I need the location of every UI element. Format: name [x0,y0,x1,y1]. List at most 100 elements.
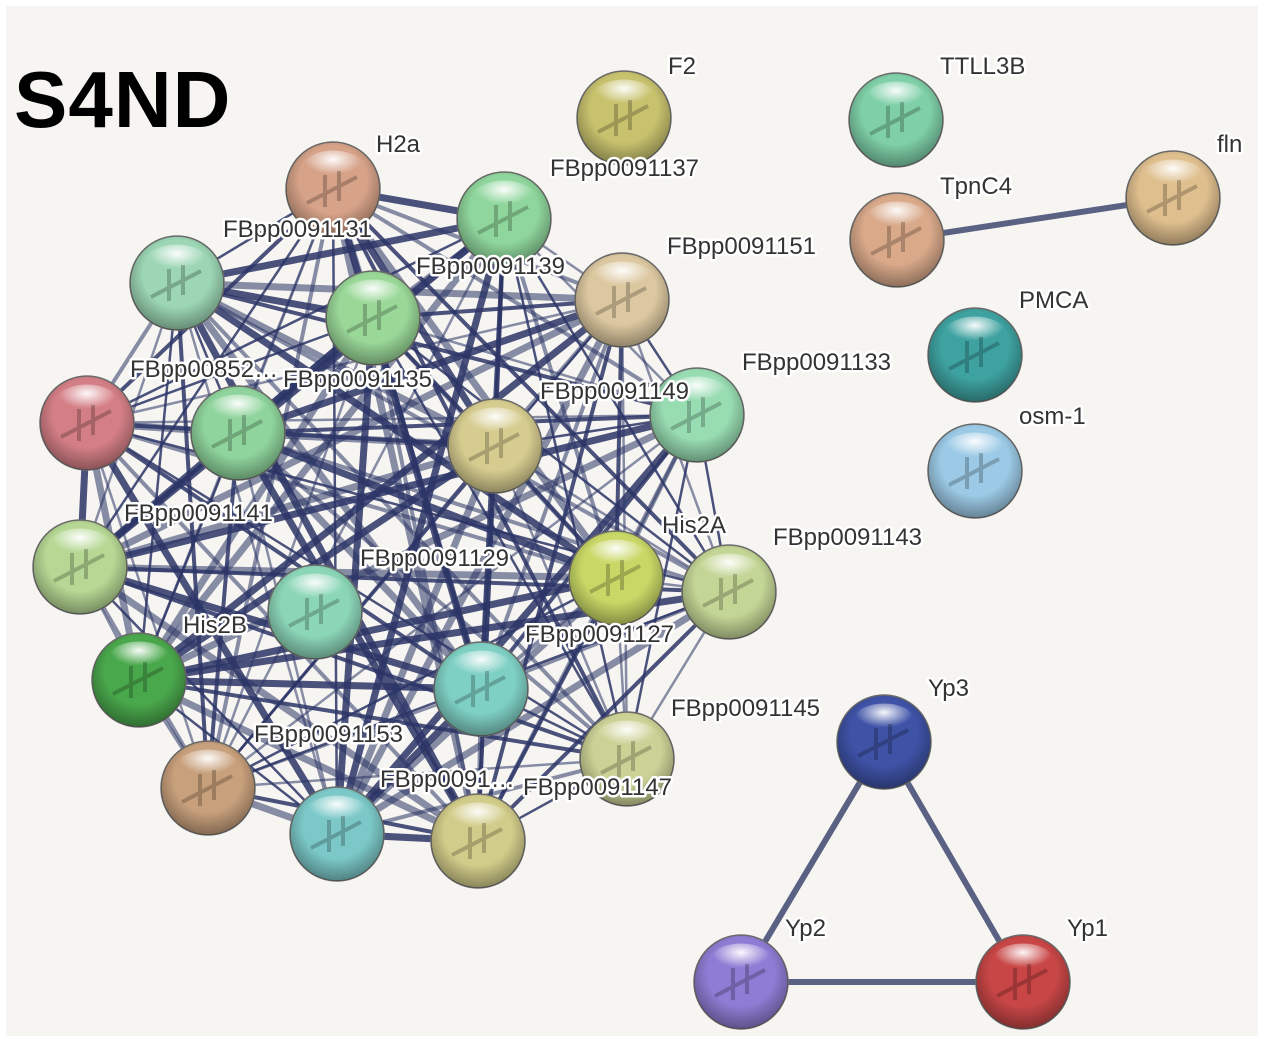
node-FBpp0091153[interactable] [160,740,256,836]
cluster-edge [476,590,731,843]
node-label-FBpp0091137: FBpp0091137 [550,155,699,182]
cluster-edge [207,757,628,790]
node-FBpp0091135[interactable] [325,270,421,366]
protein-structure-glyph [211,415,263,451]
cluster-edge [207,414,698,789]
node-n_teal_mid[interactable] [433,641,529,737]
node-His2A[interactable] [568,530,664,626]
node-n_bottom_tan[interactable] [430,793,526,889]
protein-structure-glyph [996,964,1048,1000]
node-TpnC4[interactable] [849,192,945,288]
cluster-edge [79,566,338,835]
cluster-edge [137,443,497,683]
protein-structure-glyph [595,282,647,318]
cluster-edge [86,316,374,425]
cluster-edge [620,299,629,760]
protein-structure-glyph [181,770,233,806]
node-highlight [307,795,367,826]
protein-structure-glyph [150,265,202,301]
node-Yp2[interactable] [693,934,789,1030]
node-label-FBpp0091127: FBpp0091127 [525,621,674,648]
node-FBpp0091129[interactable] [267,564,363,660]
protein-structure-glyph [670,397,722,433]
node-label-Yp2: Yp2 [785,915,826,942]
node-highlight [57,384,117,415]
protein-structure-glyph [948,337,1000,373]
node-label-Yp3: Yp3 [928,675,969,702]
node-FBpp0091127[interactable] [681,544,777,640]
protein-structure-glyph [870,222,922,258]
node-H2a[interactable] [285,141,381,237]
node-label-osm-1: osm-1 [1019,403,1086,430]
protein-structure-glyph [600,741,652,777]
node-label-TpnC4: TpnC4 [940,173,1012,200]
node-osm-1[interactable] [927,423,1023,519]
cluster-edge [206,317,375,789]
node-highlight [109,641,169,672]
protein-structure-glyph [288,594,340,630]
node-F2[interactable] [576,70,672,166]
node-highlight [586,539,646,570]
node-FBpp0091149[interactable] [649,367,745,463]
protein-structure-glyph [310,816,362,852]
node-highlight [993,943,1053,974]
cluster-edge [333,298,626,836]
node-label-FBpp0091135: FBpp0091135 [283,366,432,393]
node-highlight [448,802,508,833]
node-label-FBpp0091131: FBpp0091131 [223,216,372,243]
node-n_tan_tr[interactable] [574,252,670,348]
cluster-edge [331,187,731,594]
protein-structure-glyph [869,102,921,138]
node-label-F2: F2 [668,53,696,80]
node-label-PMCA: PMCA [1019,287,1088,314]
node-His2B[interactable] [91,632,187,728]
node-TTLL3B[interactable] [848,72,944,168]
cluster-edge [78,296,624,571]
node-highlight [208,394,268,425]
node-highlight [945,432,1005,463]
label-layer: F2FBpp0091137TTLL3BflnTpnC4FBpp0091151PM… [122,51,1245,945]
protein-structure-glyph [477,201,529,237]
node-label-FBpp0091133: FBpp0091133 [742,349,891,376]
node-label-FBpp0091143: FBpp0091143 [773,524,922,551]
node-highlight [597,720,657,751]
node-label-FBpp0091145: FBpp0091145 [671,695,820,722]
node-FBpp0091141[interactable] [32,519,128,615]
node-highlight [711,943,771,974]
protein-structure-glyph [53,549,105,585]
node-FBpp0091147[interactable] [579,711,675,807]
node-highlight [474,180,534,211]
protein-structure-glyph [702,574,754,610]
cluster-edge [176,281,698,417]
cluster-edge [86,413,698,425]
node-highlight [667,376,727,407]
node-highlight [854,703,914,734]
node-n_pink[interactable] [39,375,135,471]
protein-structure-glyph [346,300,398,336]
node-highlight [178,749,238,780]
protein-structure-glyph [454,671,506,707]
protein-structure-glyph [589,560,641,596]
cluster-edge [236,296,624,437]
node-FBpp0091139[interactable] [456,171,552,267]
node-n_center_tan[interactable] [447,398,543,494]
node-label-His2B: His2B [183,612,247,639]
protein-structure-glyph [714,964,766,1000]
protein-structure-glyph [948,453,1000,489]
node-n_green_mid[interactable] [190,385,286,481]
node-PMCA[interactable] [927,307,1023,403]
node-FBpp0091131[interactable] [129,235,225,331]
node-Yp1[interactable] [975,934,1071,1030]
node-Yp3[interactable] [836,694,932,790]
node-highlight [867,201,927,232]
node-highlight [592,261,652,292]
protein-structure-glyph [60,405,112,441]
node-highlight [945,316,1005,347]
cluster-edge [476,577,618,842]
protein-structure-glyph [1146,180,1198,216]
node-label-TTLL3B: TTLL3B [940,53,1025,80]
cluster-edge [207,576,617,790]
node-fln[interactable] [1125,150,1221,246]
node-FBpp00911xx[interactable] [289,786,385,882]
